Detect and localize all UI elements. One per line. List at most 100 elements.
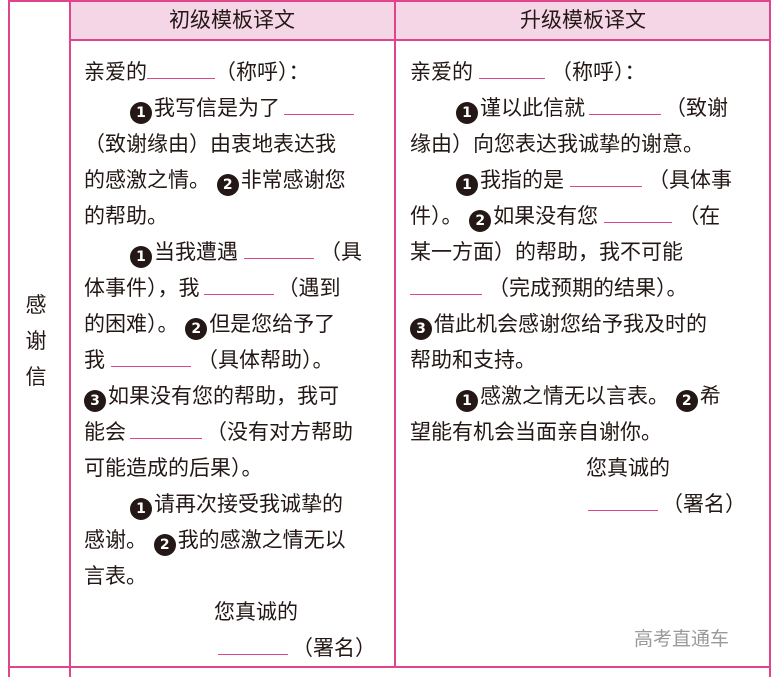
text: 我的感激之情无以: [177, 528, 346, 552]
marker-2-icon: 2: [216, 174, 239, 196]
blank-line: [284, 90, 354, 115]
side-char: 谢: [25, 329, 47, 353]
blank-line: [604, 198, 673, 223]
text: （具: [320, 240, 362, 264]
text: 希: [699, 384, 721, 408]
text: 我: [84, 348, 105, 372]
col2-p1-l2: 缘由）向您表达我诚挚的谢意。: [410, 132, 704, 156]
text: 我指的是: [480, 168, 564, 192]
border-top: [8, 0, 771, 2]
text: 能会: [84, 420, 126, 444]
text: 请再次接受我诚挚的: [154, 492, 343, 516]
marker-3-icon: 3: [410, 318, 432, 340]
text: 感激之情无以言表。: [480, 384, 669, 408]
col2-p2-l4: （完成预期的结果）。: [410, 270, 760, 306]
col1-p1-l2: （致谢缘由）由衷地表达我: [84, 132, 336, 156]
text: 感谢。: [84, 528, 147, 552]
marker-1-icon: 1: [130, 246, 152, 268]
text: 体事件），我: [84, 276, 200, 300]
border-left: [8, 0, 10, 677]
blank-line: [588, 486, 658, 511]
header-cell-bg-1: [70, 2, 394, 39]
text: （署名）: [292, 636, 376, 660]
col1-p2-l6: 能会 （没有对方帮助: [84, 414, 384, 450]
text: （没有对方帮助: [206, 420, 353, 444]
col1-greeting: 亲爱的 （称呼）：: [84, 54, 384, 90]
col2-p2-l3: 某一方面）的帮助，我不可能: [410, 240, 683, 264]
text: （致谢: [665, 96, 728, 120]
col2-greeting: 亲爱的 （称呼）：: [410, 54, 760, 90]
text: （完成预期的结果）。: [488, 276, 688, 300]
text: 亲爱的: [84, 60, 147, 84]
text: （具体事: [648, 168, 732, 192]
text: 亲爱的: [410, 60, 473, 84]
text: 借此机会感谢您给予我及时的: [434, 312, 707, 336]
watermark: 高考直通车: [634, 628, 730, 650]
marker-3-icon: 3: [84, 390, 106, 412]
border-bottom: [8, 666, 771, 668]
marker-2-icon: 2: [153, 534, 176, 556]
side-label: 感 谢 信: [24, 287, 48, 395]
text: 的感激之情。: [84, 168, 210, 192]
text: （称呼）：: [215, 60, 310, 84]
text: 如果没有您: [493, 204, 599, 228]
text: 我写信是为了: [154, 96, 280, 120]
blank-line: [410, 270, 482, 295]
border-right: [769, 0, 771, 677]
header-col1: 初级模板译文: [169, 8, 295, 32]
blank-line: [111, 342, 191, 367]
marker-2-icon: 2: [185, 318, 208, 340]
marker-1-icon: 1: [130, 498, 152, 520]
col2-closing: 您真诚的: [586, 456, 670, 480]
col1-signature: （署名）: [84, 630, 384, 666]
text: （遇到: [277, 276, 341, 300]
text: 当我遭遇: [154, 240, 238, 264]
col2-signature: （署名）: [410, 486, 760, 522]
col1-p2-l4: 我 （具体帮助）。: [84, 342, 384, 378]
blank-line: [203, 270, 274, 295]
text: （称呼）：: [551, 60, 646, 84]
blank-line: [130, 414, 202, 439]
col2-p2-l6: 帮助和支持。: [410, 348, 536, 372]
border-header-bottom: [69, 39, 771, 41]
col1-closing: 您真诚的: [214, 600, 298, 624]
border-col2: [394, 0, 396, 668]
side-char: 感: [25, 293, 47, 317]
side-char: 信: [25, 365, 47, 389]
marker-2-icon: 2: [469, 210, 492, 232]
text: 非常感谢您: [240, 168, 346, 192]
text: 件）。: [410, 204, 463, 228]
header-cell-bg-2: [396, 2, 770, 39]
col1-p2-l7: 可能造成的后果）。: [84, 456, 263, 480]
text: 谨以此信就: [480, 96, 585, 120]
marker-1-icon: 1: [456, 390, 478, 412]
blank-line: [147, 54, 215, 79]
blank-line: [570, 162, 642, 187]
text: （署名）: [662, 492, 746, 516]
marker-2-icon: 2: [675, 390, 698, 412]
text: 的困难）。: [84, 312, 179, 336]
text: （在: [678, 204, 721, 228]
text: 如果没有您的帮助，我可: [108, 384, 339, 408]
blank-line: [479, 54, 545, 79]
text: 但是您给予了: [209, 312, 336, 336]
col1-p2-l2: 体事件），我 （遇到: [84, 270, 384, 306]
col1-p1-l4: 的帮助。: [84, 204, 168, 228]
text: （具体帮助）。: [197, 348, 334, 372]
col1-p3-l3: 言表。: [84, 564, 147, 588]
